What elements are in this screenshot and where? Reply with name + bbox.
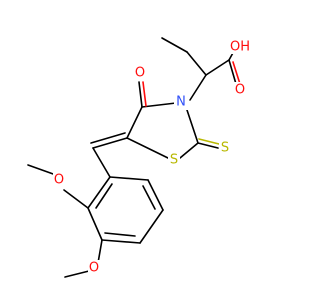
label-bg-ring-s: [168, 152, 180, 168]
bond-ar-inner-2: [104, 232, 136, 237]
bond-ar-inner-1: [142, 185, 156, 210]
methoxy-oxygen-bottom-label: O: [89, 261, 99, 276]
bond-ar-3: [139, 209, 164, 244]
bond-ar-4: [101, 239, 141, 244]
bond-ethyl-ch3: [161, 37, 188, 53]
ring-oxygen-label: O: [135, 66, 145, 81]
bond-c-o-double-2: [232, 61, 241, 85]
label-bg-acid-o: [234, 82, 246, 98]
bond-c-o-double-1: [228, 59, 237, 85]
bond-c5-c4: [126, 106, 143, 139]
bond-o-me-top: [27, 164, 57, 176]
bond-ar-o-top: [63, 189, 89, 209]
bonds: [27, 37, 241, 278]
bond-ar-2: [147, 179, 164, 211]
molecule-structure: OH O O N S S O O: [27, 37, 250, 278]
hydroxyl-label: OH: [230, 40, 250, 55]
label-bg-nitrogen: [174, 94, 188, 110]
acid-oxygen-label: O: [235, 83, 245, 98]
bond-c2-s-1: [197, 142, 219, 149]
atom-labels: OH O O N S S O O: [53, 38, 250, 276]
bond-s1-c5: [126, 137, 169, 159]
bond-ar-6: [87, 176, 111, 209]
bond-ar-o-bottom: [97, 239, 103, 264]
label-bg-methoxy-top: [53, 172, 65, 188]
label-bg-ring-o: [134, 64, 146, 80]
bond-ar-5: [87, 207, 103, 241]
label-bg-methoxy-bottom: [88, 260, 100, 276]
bond-ar-inner-3: [95, 183, 113, 209]
bond-ethyl-ch2: [186, 51, 207, 76]
label-bg-thione-s: [219, 140, 231, 156]
label-bg-hydroxyl: [227, 38, 247, 54]
bond-n-c2: [185, 106, 199, 144]
bond-c5-ch-2: [90, 132, 126, 144]
nitrogen-label: N: [176, 95, 186, 110]
bond-c4-o-1: [138, 81, 143, 108]
bond-ch-aryl: [92, 147, 111, 178]
bond-alpha-n: [189, 74, 207, 101]
bond-n-c4: [141, 102, 177, 108]
thione-sulfur-label: S: [221, 141, 229, 156]
bond-c2-s-2: [198, 138, 220, 145]
bond-o-me-bottom: [64, 270, 90, 278]
bond-alpha-cooh: [205, 59, 230, 76]
bond-c2-s1: [179, 142, 199, 159]
methoxy-oxygen-top-label: O: [54, 173, 64, 188]
bond-ar-1: [109, 176, 149, 181]
ring-sulfur-label: S: [170, 153, 178, 168]
bond-c5-ch-1: [92, 137, 128, 149]
bond-c4-o-2: [142, 81, 147, 107]
